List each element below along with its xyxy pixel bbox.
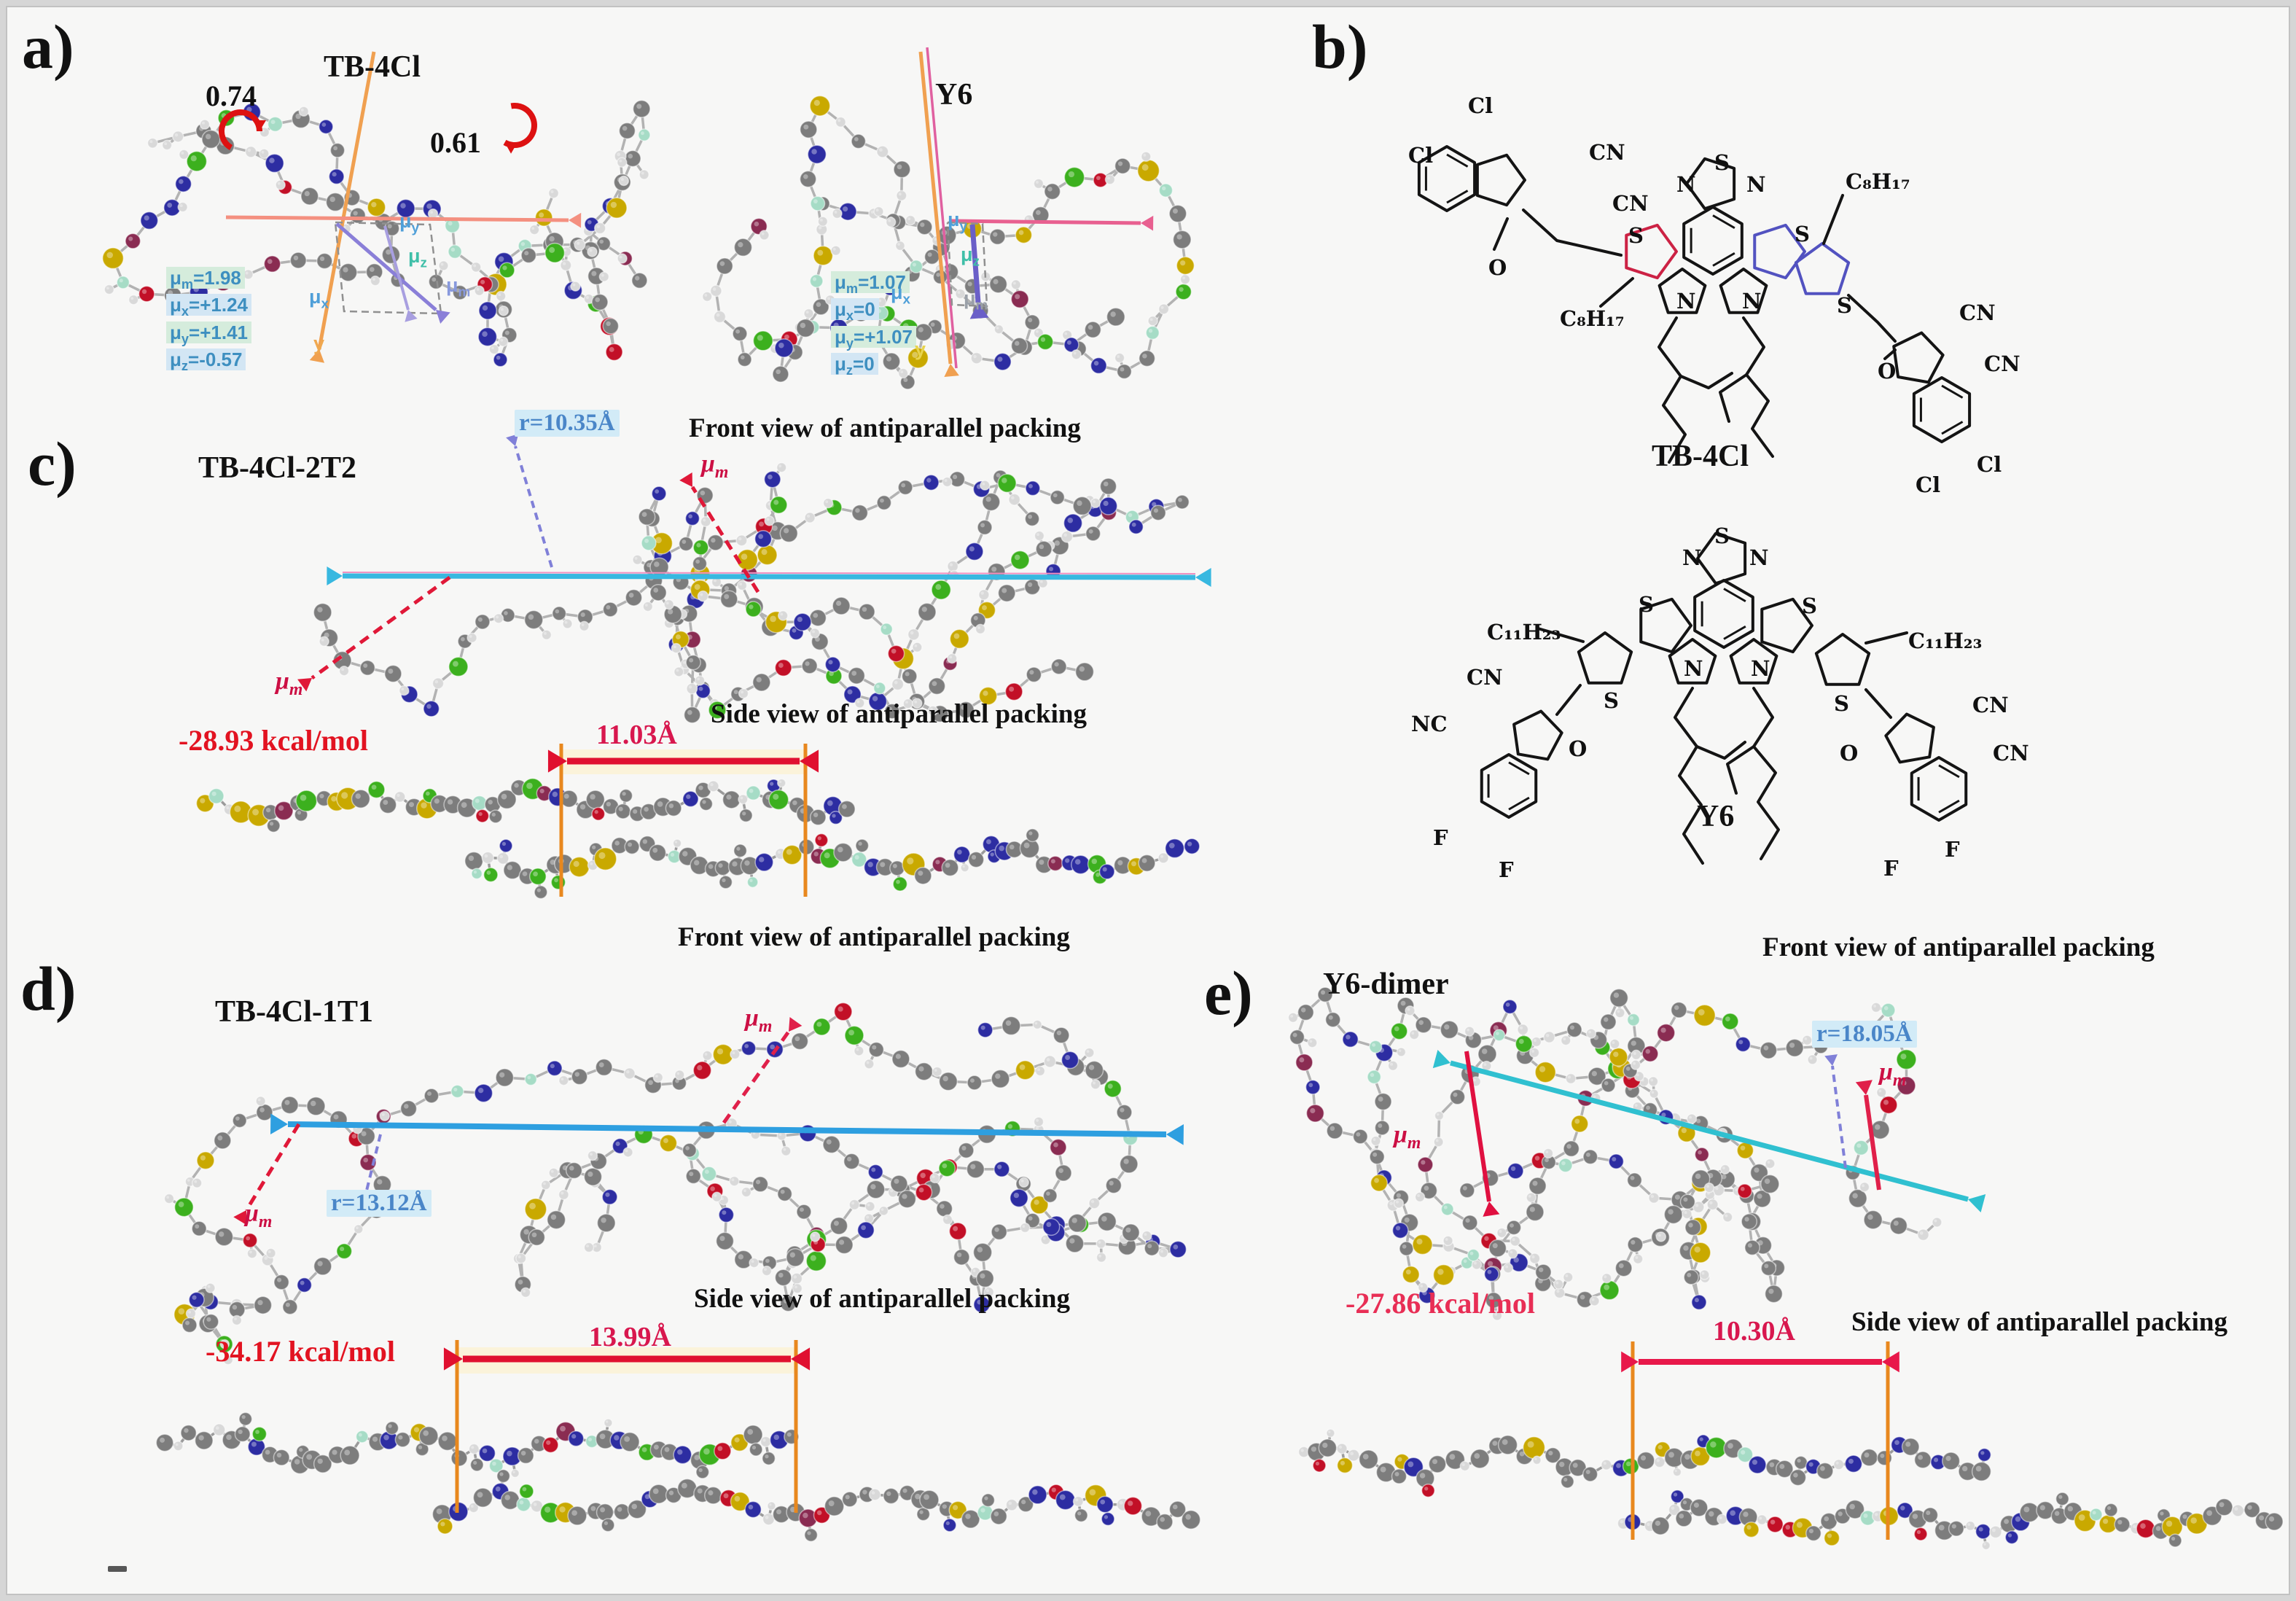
figure-canvas: a) TB-4Cl 0.74 0.61 μm=1.98 μx=+1.24 μy=… [6,6,2290,1595]
figure-graphics [101,47,2284,1551]
